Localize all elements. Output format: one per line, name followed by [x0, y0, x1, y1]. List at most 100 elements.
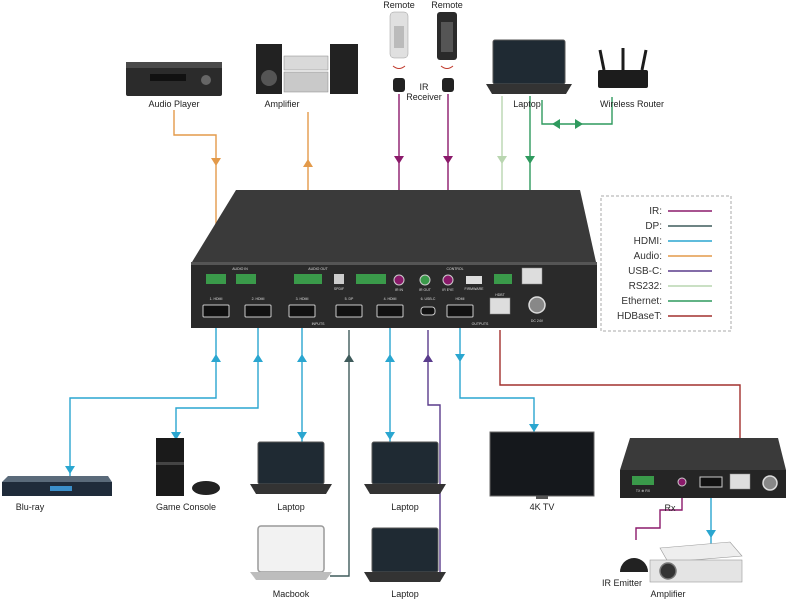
- legend-label: Ethernet:: [621, 296, 662, 307]
- laptop-3: Laptop: [364, 527, 446, 599]
- ir-emitter-label: IR Emitter: [602, 578, 642, 588]
- arrow: [423, 354, 433, 362]
- legend: IR:DP:HDMI:Audio:USB-C:RS232:Ethernet:HD…: [600, 195, 732, 332]
- switcher: AUDIO IN AUDIO OUT CONTROL SPDIF IR IN I…: [191, 190, 597, 328]
- router-antenna: [598, 49, 606, 71]
- amplifier-bottom-label: Amplifier: [650, 589, 685, 599]
- arrow: [211, 354, 221, 362]
- bluray-top: [2, 476, 112, 482]
- spdif-port: [334, 274, 344, 284]
- ir-emitter-body: [620, 558, 648, 572]
- audio-player-knob: [201, 75, 211, 85]
- usbc-port: [420, 306, 436, 316]
- ir-receiver-eye-right: [442, 78, 454, 92]
- rx-label: Rx: [665, 503, 676, 513]
- rs232-terminal: [494, 274, 512, 284]
- audio-player-top: [126, 62, 222, 68]
- port-3-label: 3. HDMI: [296, 297, 309, 301]
- port-1-label: 1. HDMI: [210, 297, 223, 301]
- legend-label: DP:: [645, 221, 662, 232]
- bluray: Blu-ray: [2, 476, 112, 512]
- dp-port: [335, 304, 363, 318]
- inputs-label: INPUTS: [312, 322, 326, 326]
- cable-hdmi-bluray: [69, 328, 217, 478]
- hdmi-port-4: [376, 304, 404, 318]
- ir-emitter: IR Emitter: [602, 558, 648, 588]
- remote-right: Remote: [431, 0, 463, 60]
- laptop-1-screen: [257, 441, 325, 485]
- remote-left-buttons: [394, 26, 404, 48]
- arrow: [575, 119, 583, 129]
- ir-wave-left: [392, 65, 406, 69]
- cable-ir-emitter: [635, 492, 683, 540]
- legend-label: HDMI:: [634, 236, 662, 247]
- wireless-router: Wireless Router: [598, 48, 664, 109]
- cable-hdmi-tv: [459, 328, 535, 436]
- legend-rows: IR:DP:HDMI:Audio:USB-C:RS232:Ethernet:HD…: [617, 206, 712, 322]
- laptop-1-label: Laptop: [277, 502, 305, 512]
- console-stripe: [156, 462, 184, 465]
- dc-label: DC 24V: [531, 319, 544, 323]
- legend-label: USB-C:: [628, 266, 662, 277]
- arrow: [552, 119, 560, 129]
- audio-in-label: AUDIO IN: [232, 267, 248, 271]
- legend-label: RS232:: [629, 281, 662, 292]
- legend-box: [600, 195, 732, 332]
- control-label: CONTROL: [446, 267, 463, 271]
- cables: [69, 94, 741, 577]
- arrow: [171, 432, 181, 440]
- amplifier-bottom: Amplifier: [649, 541, 743, 599]
- laptop-1: Laptop: [250, 441, 332, 512]
- macbook: Macbook: [250, 525, 332, 599]
- hdmi-port-3: [288, 304, 316, 318]
- switcher-top-face: [192, 190, 596, 262]
- spdif-label: SPDIF: [334, 287, 344, 291]
- ir-eye-label: IR EYE: [442, 288, 454, 292]
- laptop-2-label: Laptop: [391, 502, 419, 512]
- remote-right-label: Remote: [431, 0, 463, 10]
- audio-player-display: [150, 74, 186, 81]
- hdbt-port: [489, 297, 511, 315]
- arrow: [65, 466, 75, 474]
- ir-wave-right: [440, 65, 454, 69]
- console-body: [156, 438, 184, 496]
- arrow: [443, 156, 453, 164]
- arrow: [211, 158, 221, 166]
- rx-box: TX ⊕ RX Rx: [620, 438, 786, 513]
- arrow: [455, 354, 465, 362]
- laptop-1-base: [250, 484, 332, 494]
- amplifier-top-label: Amplifier: [264, 99, 299, 109]
- control-terminal: [356, 274, 386, 284]
- laptop-3-screen: [371, 527, 439, 573]
- tv: 4K TV: [489, 431, 595, 512]
- port-7-label: HDMI: [456, 297, 465, 301]
- rx-hdbt-port: [729, 473, 751, 490]
- ir-receiver-eye-left: [393, 78, 405, 92]
- tv-screen: [489, 431, 595, 497]
- game-console-label: Game Console: [156, 502, 216, 512]
- audio-out-terminal: [294, 274, 322, 284]
- laptop-2-base: [364, 484, 446, 494]
- amp-unit-top: [283, 55, 329, 71]
- outputs-label: OUTPUTS: [472, 322, 489, 326]
- ir-waves: [392, 65, 454, 69]
- ir-in-jack: [393, 274, 405, 286]
- rx-dc-jack: [762, 475, 778, 491]
- laptop-top-base: [486, 84, 572, 94]
- amplifier-top: Amplifier: [256, 44, 358, 109]
- ir-out-label: IR OUT: [419, 288, 432, 292]
- macbook-screen: [257, 525, 325, 573]
- port-5-label: 4. HDMI: [384, 297, 397, 301]
- hdbt-label: HDBT: [495, 293, 505, 297]
- ir-in-label: IR IN: [395, 288, 403, 292]
- arrow: [394, 156, 404, 164]
- remote-left-label: Remote: [383, 0, 415, 10]
- port-2-label: 2. HDMI: [252, 297, 265, 301]
- speaker-left-cone: [261, 70, 277, 86]
- port-6-label: 6. USB-C: [421, 297, 436, 301]
- game-console: Game Console: [156, 438, 220, 512]
- audio-in-terminal-2: [236, 274, 256, 284]
- arrow: [297, 432, 307, 440]
